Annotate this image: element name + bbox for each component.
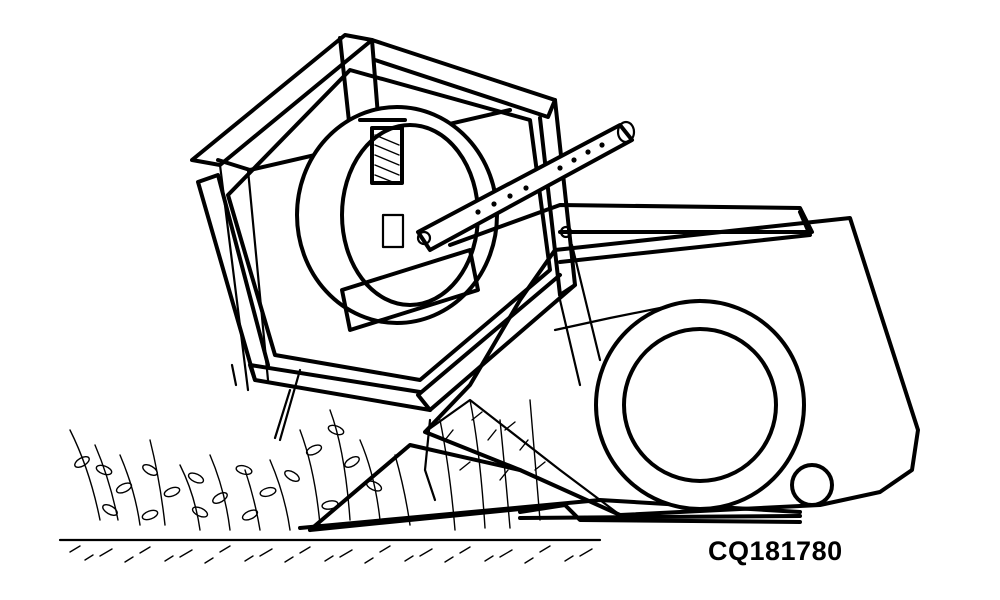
cutter-bar [308, 418, 562, 532]
adjuster-holes [475, 142, 605, 215]
header-wheel [594, 299, 834, 511]
crop-plants [69, 399, 546, 531]
ground-line [58, 538, 602, 564]
reel-adjuster-arm [416, 120, 814, 252]
reel-hub [295, 105, 499, 332]
figure-code-label: CQ181780 [708, 536, 843, 566]
